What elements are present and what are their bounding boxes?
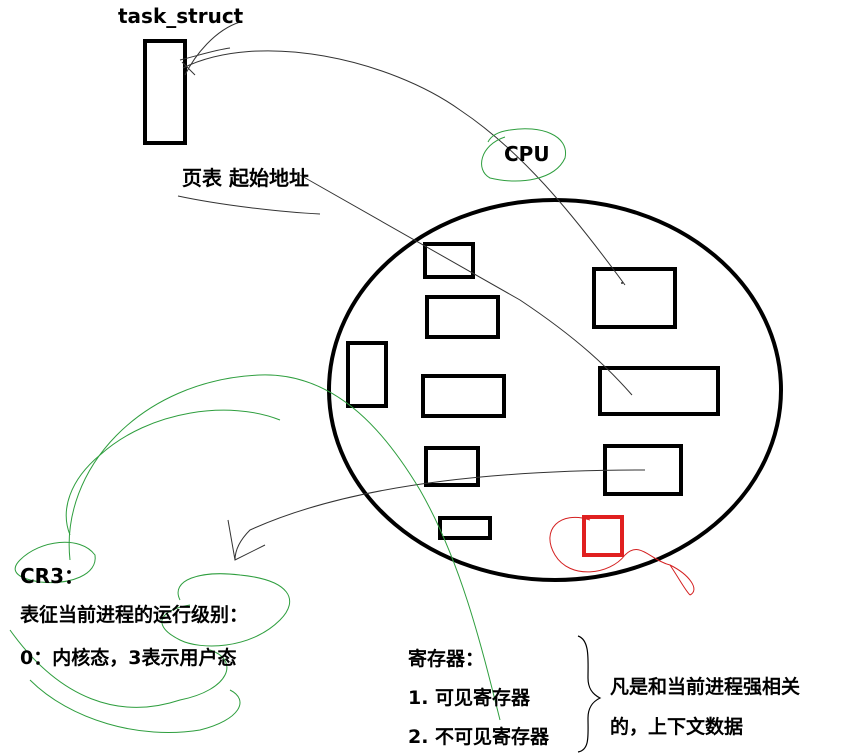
cr3-title: CR3：	[20, 564, 84, 588]
registers-title: 寄存器：	[408, 648, 485, 670]
register-box	[423, 242, 475, 279]
register-box	[592, 267, 677, 329]
cr3-text-scribble	[9, 573, 290, 733]
cpu-label: CPU	[504, 142, 550, 166]
cr3-levels: 0：内核态，3表示用户态	[20, 647, 237, 669]
connector-cr3-to-registers	[68, 374, 501, 721]
green-annotations	[9, 128, 566, 733]
register-box	[425, 295, 500, 339]
cr3-register-highlight	[582, 515, 624, 557]
registers-invisible: 2. 不可见寄存器	[408, 726, 550, 748]
cpu-label-circle	[481, 128, 566, 182]
connector-cr3-hook	[65, 409, 281, 536]
registers-visible: 1. 可见寄存器	[408, 687, 531, 709]
register-box	[346, 341, 388, 408]
pencil-connectors	[177, 21, 646, 561]
underline-pagetable	[177, 195, 321, 215]
red-scribble	[549, 516, 695, 596]
register-boxes	[346, 242, 720, 540]
note-line-2: 的，上下文数据	[610, 716, 744, 738]
note-line-1: 凡是和当前进程强相关	[610, 676, 801, 698]
connector-pagetable-to-register	[299, 174, 633, 396]
register-box	[438, 516, 492, 540]
register-brace	[577, 635, 602, 753]
register-box	[424, 446, 480, 487]
cr3-label-circle	[14, 541, 96, 584]
register-box	[421, 374, 506, 418]
connector-register-to-cr3	[227, 469, 646, 561]
connector-pointer-hook	[179, 21, 241, 76]
task-struct-label: task_struct	[118, 4, 244, 28]
cpu-circle	[327, 198, 783, 582]
page-table-label: 页表 起始地址	[182, 166, 309, 190]
register-box	[598, 366, 720, 416]
cr3-description: 表征当前进程的运行级别：	[20, 604, 249, 626]
connector-task-to-register	[182, 50, 626, 286]
task-struct-box	[143, 39, 187, 145]
pointer-dot	[621, 282, 623, 284]
